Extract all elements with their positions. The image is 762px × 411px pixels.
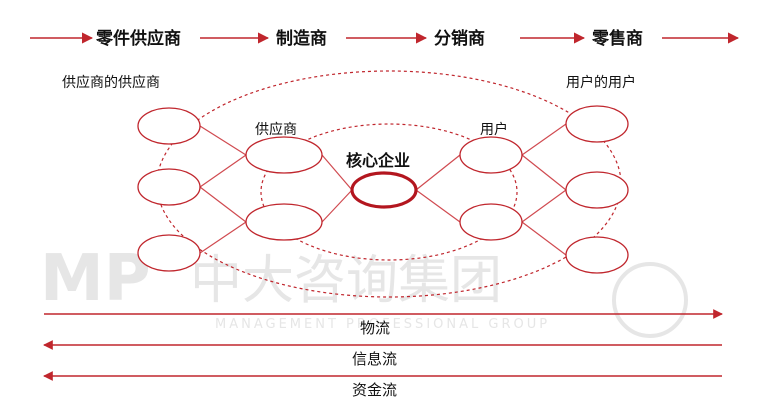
stage-label: 制造商 bbox=[276, 28, 327, 49]
logistics-flow-label: 物流 bbox=[360, 319, 390, 337]
stage-arrow-row: 零件供应商 制造商 分销商 零售商 bbox=[30, 28, 740, 49]
watermark-subtitle: MANAGEMENT PROFESSIONAL GROUP bbox=[215, 317, 550, 332]
customer-node bbox=[459, 203, 523, 241]
supplier-of-supplier-node bbox=[137, 107, 201, 145]
inner-boundary bbox=[260, 123, 518, 261]
connection-line bbox=[521, 221, 567, 256]
connection-line bbox=[199, 186, 247, 223]
suppliers-of-suppliers-label: 供应商的供应商 bbox=[62, 74, 160, 91]
connection-line bbox=[415, 154, 461, 191]
stage-label: 零售商 bbox=[591, 28, 643, 49]
watermark: MP 中大咨询集团 MANAGEMENT PROFESSIONAL GROUP bbox=[40, 242, 688, 338]
watermark-name: 中大咨询集团 bbox=[190, 251, 502, 311]
customer-of-customer-node bbox=[565, 171, 629, 209]
customers-of-customers-label: 用户的用户 bbox=[566, 74, 636, 91]
connection-line bbox=[199, 221, 247, 254]
connection-line bbox=[415, 189, 461, 223]
core-enterprise-label: 核心企业 bbox=[346, 151, 410, 170]
customer-node bbox=[459, 136, 523, 174]
suppliers-label: 供应商 bbox=[255, 121, 297, 138]
watermark-emblem-icon bbox=[612, 262, 688, 338]
flow-arrows: 物流 信息流 资金流 bbox=[43, 309, 723, 399]
core-enterprise-node bbox=[350, 171, 418, 209]
connection-line bbox=[521, 154, 567, 191]
stage-label: 分销商 bbox=[434, 28, 485, 49]
connections bbox=[199, 123, 567, 256]
watermark-logo: MP bbox=[40, 242, 151, 316]
connection-line bbox=[321, 154, 353, 191]
information-flow-label: 信息流 bbox=[352, 350, 397, 368]
connection-line bbox=[321, 189, 353, 223]
supplier-of-supplier-node bbox=[137, 168, 201, 206]
stage-label: 零件供应商 bbox=[95, 28, 181, 49]
connection-line bbox=[521, 189, 567, 223]
customer-of-customer-node bbox=[565, 236, 629, 274]
capital-flow-label: 资金流 bbox=[352, 381, 397, 399]
connection-line bbox=[521, 123, 567, 156]
customer-of-customer-node bbox=[565, 105, 629, 143]
supplier-of-supplier-node bbox=[137, 234, 201, 272]
supplier-node bbox=[245, 136, 323, 174]
supplier-node bbox=[245, 203, 323, 241]
connection-line bbox=[199, 154, 247, 188]
connection-line bbox=[199, 125, 247, 156]
customers-label: 用户 bbox=[480, 121, 508, 138]
